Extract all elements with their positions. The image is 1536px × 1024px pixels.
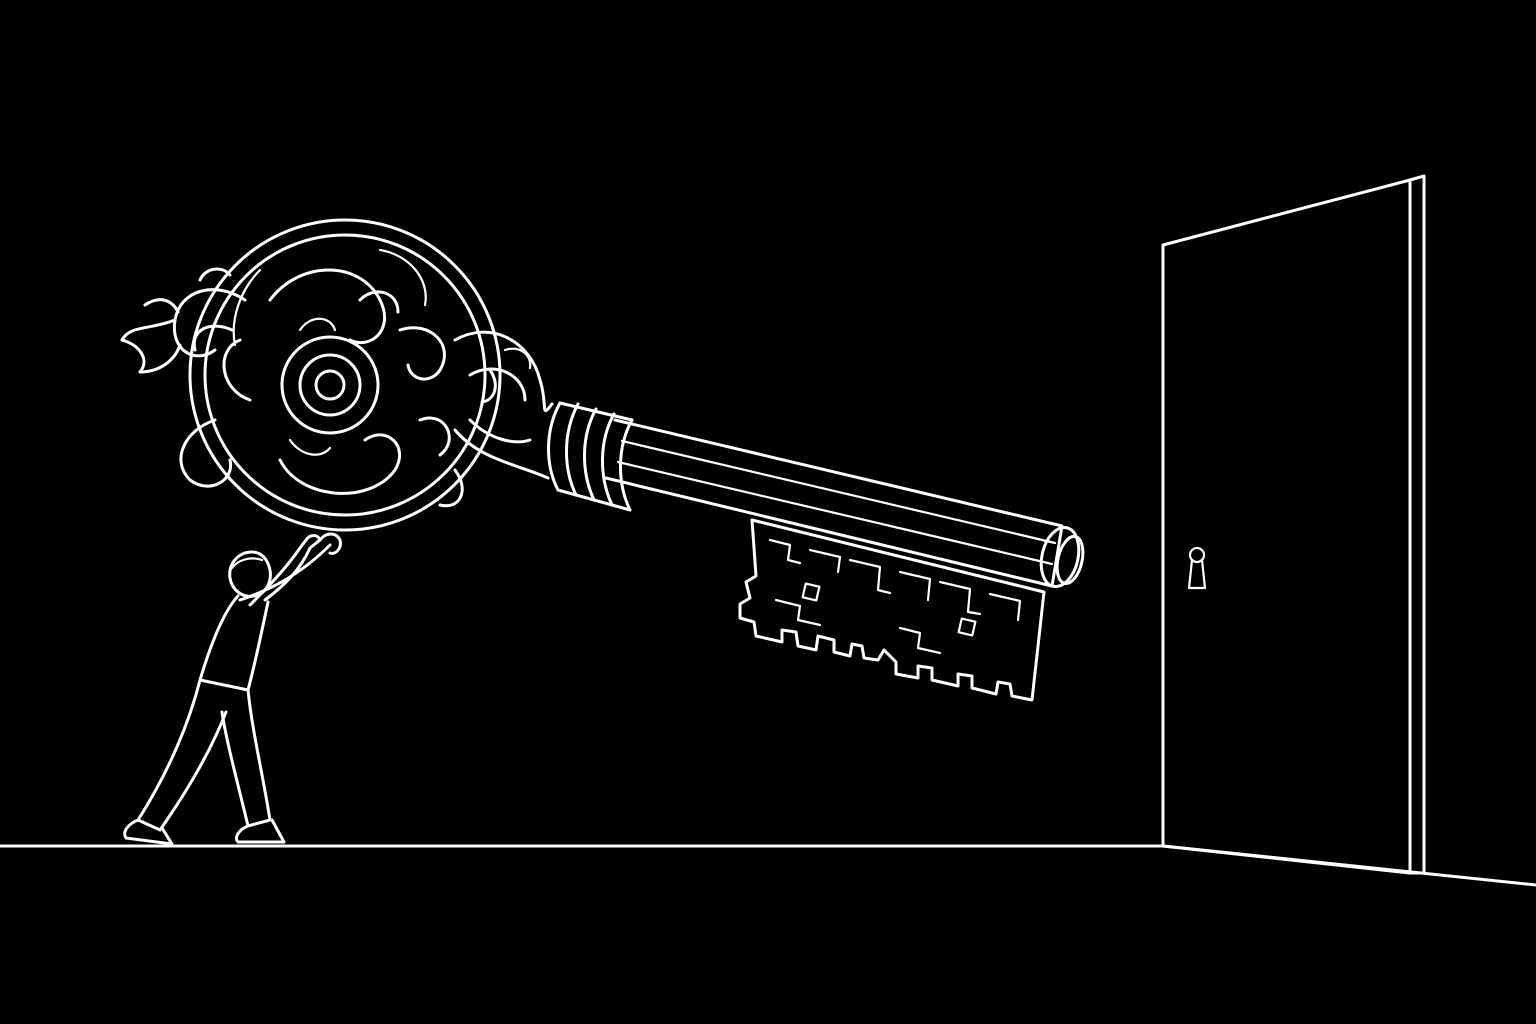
key-shaft	[604, 418, 1085, 589]
person-arm-front	[263, 538, 322, 602]
person-hand-front	[318, 532, 342, 555]
person-torso	[198, 594, 270, 692]
person-pushing-icon	[123, 532, 342, 846]
person-leg-front	[220, 688, 272, 828]
floor-line	[0, 844, 1536, 887]
person-arm-back	[248, 538, 308, 607]
door-frame-edge	[1408, 174, 1426, 875]
person-shoe-back	[123, 818, 174, 846]
person-hand-back	[304, 534, 322, 542]
person-leg-back	[136, 678, 228, 832]
keyhole-icon	[1187, 546, 1207, 590]
key-collar	[547, 401, 634, 512]
person-shoe-front	[234, 818, 286, 844]
ornate-key-icon	[120, 218, 1085, 702]
door	[1161, 174, 1426, 875]
door-panel	[1161, 178, 1412, 875]
key-bit	[738, 518, 1046, 702]
key-bow	[120, 218, 554, 532]
